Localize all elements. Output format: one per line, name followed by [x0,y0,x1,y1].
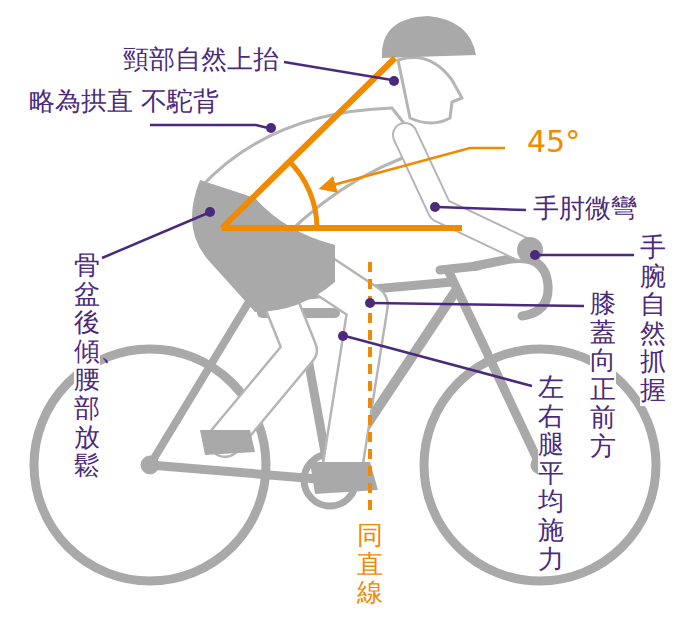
callout-label: 手腕自然抓握 [640,232,666,406]
leader-line [537,254,634,257]
leader-line [150,125,268,128]
helmet [382,16,476,58]
callout-label: 左右腿平均施力 [538,372,564,574]
horizontal-line [222,225,462,231]
callout-label: 略為拱直 不駝背 [28,86,220,118]
callout-label: 膝蓋向正前方 [590,288,616,462]
leader-line [102,213,208,258]
head [398,58,462,124]
leader-line [284,62,392,80]
leader-dot [365,298,375,308]
leader-dot [389,76,399,86]
angle-pointer [322,148,505,188]
angle-arc [289,161,317,228]
glove [517,237,543,263]
back-line [222,58,395,228]
leader-line [437,207,526,210]
leader-dot [338,331,348,341]
angle-label: 45° [526,124,581,161]
angle-label: 同直線 [357,520,383,608]
leader-line [345,336,532,386]
leader-line [372,303,584,306]
leader-dot [430,202,440,212]
near-shoe [310,462,378,494]
front-wheel [424,349,656,581]
callout-label: 手肘微彎 [532,193,638,225]
callout-label: 頸部自然上抬 [122,44,280,76]
rider [192,16,543,494]
arm [405,135,520,248]
leader-dot [205,207,215,217]
callout-label: 骨盆後傾、腰部放鬆 [74,250,100,481]
leader-dots [205,76,540,341]
leader-dot [530,250,540,260]
far-shoe [200,430,255,455]
leader-dot [266,123,276,133]
handlebar [475,258,548,316]
arm-outline [405,135,520,248]
